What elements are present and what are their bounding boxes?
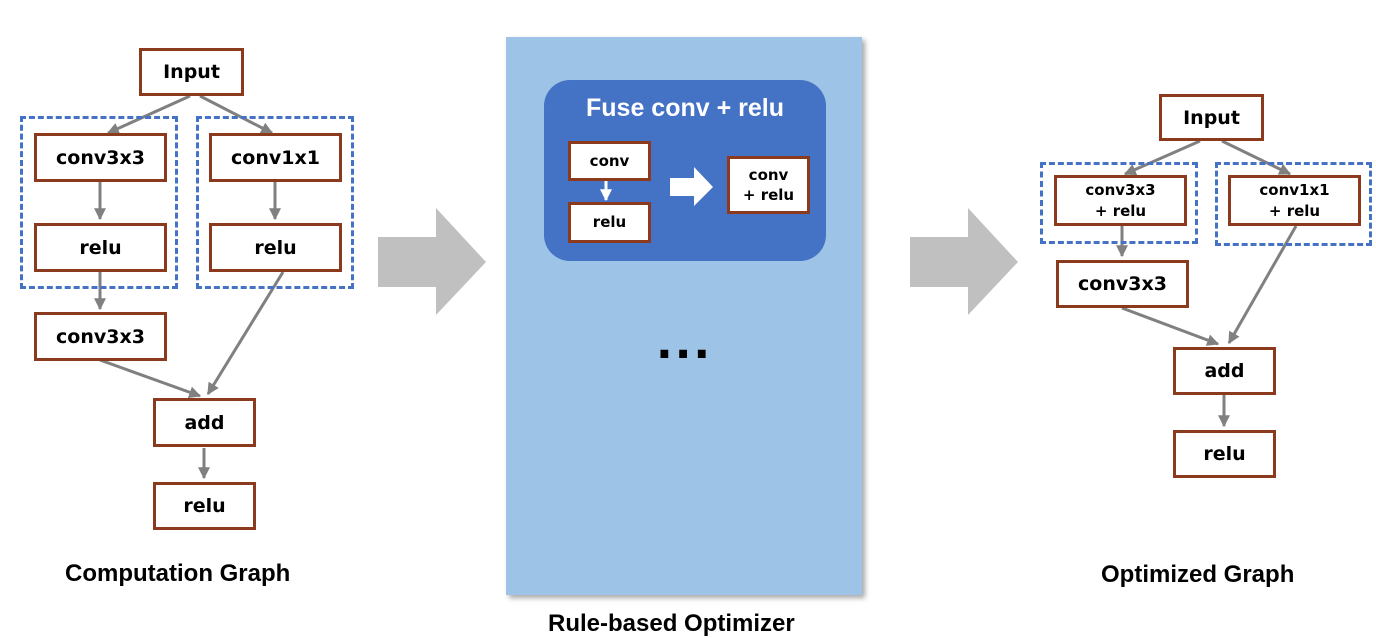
opt-node-conv3x3-relu: conv3x3 + relu <box>1054 175 1187 226</box>
node-conv1x1: conv1x1 <box>209 133 342 182</box>
edge-relu-add <box>206 271 285 396</box>
opt-fused-a-line1: conv3x3 <box>1085 181 1156 200</box>
edge-input-conv1x1 <box>199 94 274 135</box>
node-add: add <box>153 398 256 447</box>
big-arrow-right <box>910 208 1018 315</box>
rule-node-conv: conv <box>568 141 651 181</box>
edge-input-conv3x3 <box>106 94 191 135</box>
node-input: Input <box>139 48 244 96</box>
fuse-rule-title: Fuse conv + relu <box>586 94 784 122</box>
opt-fused-b-line1: conv1x1 <box>1259 181 1330 200</box>
rule-fused-line2: + relu <box>742 186 795 204</box>
edge-opt-input-fused-b <box>1221 139 1292 176</box>
opt-fused-a-line2: + relu <box>1094 201 1147 220</box>
big-arrow-left <box>378 208 486 315</box>
caption-rule-based-optimizer: Rule-based Optimizer <box>548 610 795 637</box>
rule-node-relu: relu <box>568 202 651 243</box>
opt-node-relu: relu <box>1173 430 1276 478</box>
opt-fused-b-line2: + relu <box>1268 201 1321 220</box>
opt-node-conv1x1-relu: conv1x1 + relu <box>1228 175 1361 226</box>
group-conv1x1-relu <box>196 116 354 289</box>
node-relu-left: relu <box>34 223 167 272</box>
group-fused-conv3x3 <box>1040 162 1198 244</box>
more-rules-ellipsis: ... <box>656 318 713 369</box>
caption-optimized-graph: Optimized Graph <box>1101 561 1295 588</box>
node-relu-output: relu <box>153 482 256 530</box>
caption-computation-graph: Computation Graph <box>65 560 291 587</box>
rule-fused-line1: conv <box>748 165 789 184</box>
edge-conv3x3-add <box>99 358 202 398</box>
group-fused-conv1x1 <box>1215 162 1372 246</box>
edge-opt-conv-add <box>1121 306 1220 346</box>
node-conv3x3: conv3x3 <box>34 133 167 182</box>
opt-node-conv3x3: conv3x3 <box>1056 260 1189 308</box>
opt-node-input: Input <box>1159 94 1264 141</box>
edge-opt-input-fused-a <box>1123 139 1201 176</box>
group-conv3x3-relu <box>20 116 178 289</box>
rule-node-fused: conv + relu <box>727 156 810 214</box>
opt-node-add: add <box>1173 347 1276 395</box>
node-conv3x3-second: conv3x3 <box>34 312 167 361</box>
node-relu-right: relu <box>209 223 342 272</box>
